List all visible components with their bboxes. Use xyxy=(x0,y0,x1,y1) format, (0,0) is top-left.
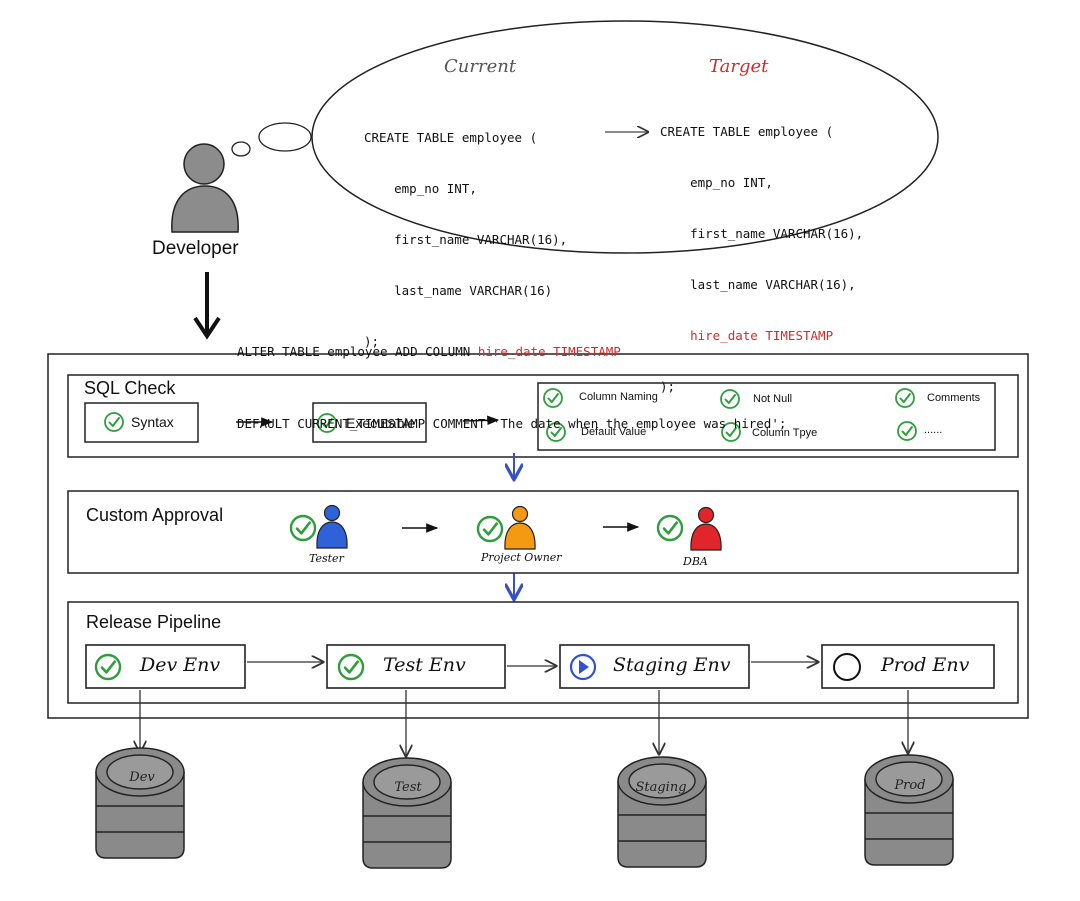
current-schema-title: Current xyxy=(444,56,517,77)
tester-label: Tester xyxy=(309,552,344,565)
dev-env-done-icon xyxy=(94,653,122,681)
prod-env-box xyxy=(821,644,995,689)
target-code-new-line: hire_date TIMESTAMP xyxy=(660,328,834,343)
alter-line-highlight: hire_date TIMESTAMP xyxy=(477,344,621,359)
thought-bubble-small xyxy=(231,141,251,157)
rule-default-value: Default Value xyxy=(581,426,647,438)
column-type-check-icon xyxy=(721,422,741,442)
prod-db-label: Prod xyxy=(894,778,926,793)
comments-check-icon xyxy=(895,388,915,408)
project-owner-person-icon xyxy=(504,505,536,550)
staging-db-label: Staging xyxy=(635,780,687,795)
custom-approval-panel xyxy=(67,490,1019,574)
target-schema-title: Target xyxy=(709,56,769,77)
current-code-line: ); xyxy=(364,334,380,349)
dba-approved-check-icon xyxy=(656,514,684,542)
alter-line-prefix: ALTER TABLE employee ADD COLUMN xyxy=(237,344,478,359)
rules-box xyxy=(537,382,996,451)
thought-bubble xyxy=(311,20,939,254)
developer-down-arrowhead xyxy=(193,316,221,340)
dev-db-label: Dev xyxy=(129,770,155,785)
developer-person-icon xyxy=(171,143,239,233)
target-schema-code: CREATE TABLE employee ( emp_no INT, firs… xyxy=(660,89,863,412)
dba-person-icon xyxy=(690,506,722,551)
staging-env-label: Staging Env xyxy=(613,654,731,676)
dev-database-icon xyxy=(95,747,185,859)
rule-column-naming: Column Naming xyxy=(579,391,658,403)
target-code-line: CREATE TABLE employee ( xyxy=(660,124,834,139)
more-rules-check-icon xyxy=(897,421,917,441)
prod-env-label: Prod Env xyxy=(881,654,970,676)
rule-more: ...... xyxy=(924,424,943,436)
current-code-line: first_name VARCHAR(16), xyxy=(364,232,568,247)
rule-not-null: Not Null xyxy=(753,393,793,405)
test-database-icon xyxy=(362,757,452,869)
thought-bubble-medium xyxy=(258,122,312,152)
test-env-label: Test Env xyxy=(383,654,466,676)
dba-label: DBA xyxy=(683,555,708,568)
test-env-done-icon xyxy=(337,653,365,681)
column-naming-check-icon xyxy=(543,388,563,408)
executable-check-icon xyxy=(317,413,337,433)
sql-check-title: SQL Check xyxy=(84,378,176,398)
tester-approved-check-icon xyxy=(289,514,317,542)
current-code-line: last_name VARCHAR(16) xyxy=(364,283,553,298)
target-code-line: ); xyxy=(660,379,676,394)
default-value-check-icon xyxy=(546,422,566,442)
custom-approval-title: Custom Approval xyxy=(86,505,224,525)
prod-database-icon xyxy=(864,754,954,866)
staging-env-running-icon xyxy=(569,653,597,681)
alter-statement: ALTER TABLE employee ADD COLUMN hire_dat… xyxy=(237,292,786,460)
syntax-check-icon xyxy=(104,412,124,432)
tester-person-icon xyxy=(316,504,348,549)
executable-to-rules-arrow xyxy=(462,415,500,426)
alter-line-default: DEFAULT CURRENT_TIMESTAMP COMMENT 'The d… xyxy=(237,416,787,431)
release-pipeline-title: Release Pipeline xyxy=(86,612,222,632)
staging-database-icon xyxy=(617,756,707,868)
current-code-line: CREATE TABLE employee ( xyxy=(364,130,538,145)
rule-comments: Comments xyxy=(927,392,981,404)
not-null-check-icon xyxy=(720,389,740,409)
target-code-line: emp_no INT, xyxy=(660,175,773,190)
syntax-step-box xyxy=(84,402,199,443)
prod-env-pending-icon xyxy=(833,653,861,681)
current-schema-code: CREATE TABLE employee ( emp_no INT, firs… xyxy=(364,95,567,367)
target-code-line: last_name VARCHAR(16), xyxy=(660,277,856,292)
syntax-label: Syntax xyxy=(131,414,174,430)
developer-label: Developer xyxy=(152,238,239,259)
project-owner-label: Project Owner xyxy=(481,551,562,564)
owner-approved-check-icon xyxy=(476,515,504,543)
test-db-label: Test xyxy=(394,780,422,795)
rule-column-type: Column Tpye xyxy=(752,427,818,439)
dev-env-label: Dev Env xyxy=(140,654,221,676)
target-code-line: first_name VARCHAR(16), xyxy=(660,226,864,241)
current-code-line: emp_no INT, xyxy=(364,181,477,196)
executable-label: Executable xyxy=(346,415,416,431)
